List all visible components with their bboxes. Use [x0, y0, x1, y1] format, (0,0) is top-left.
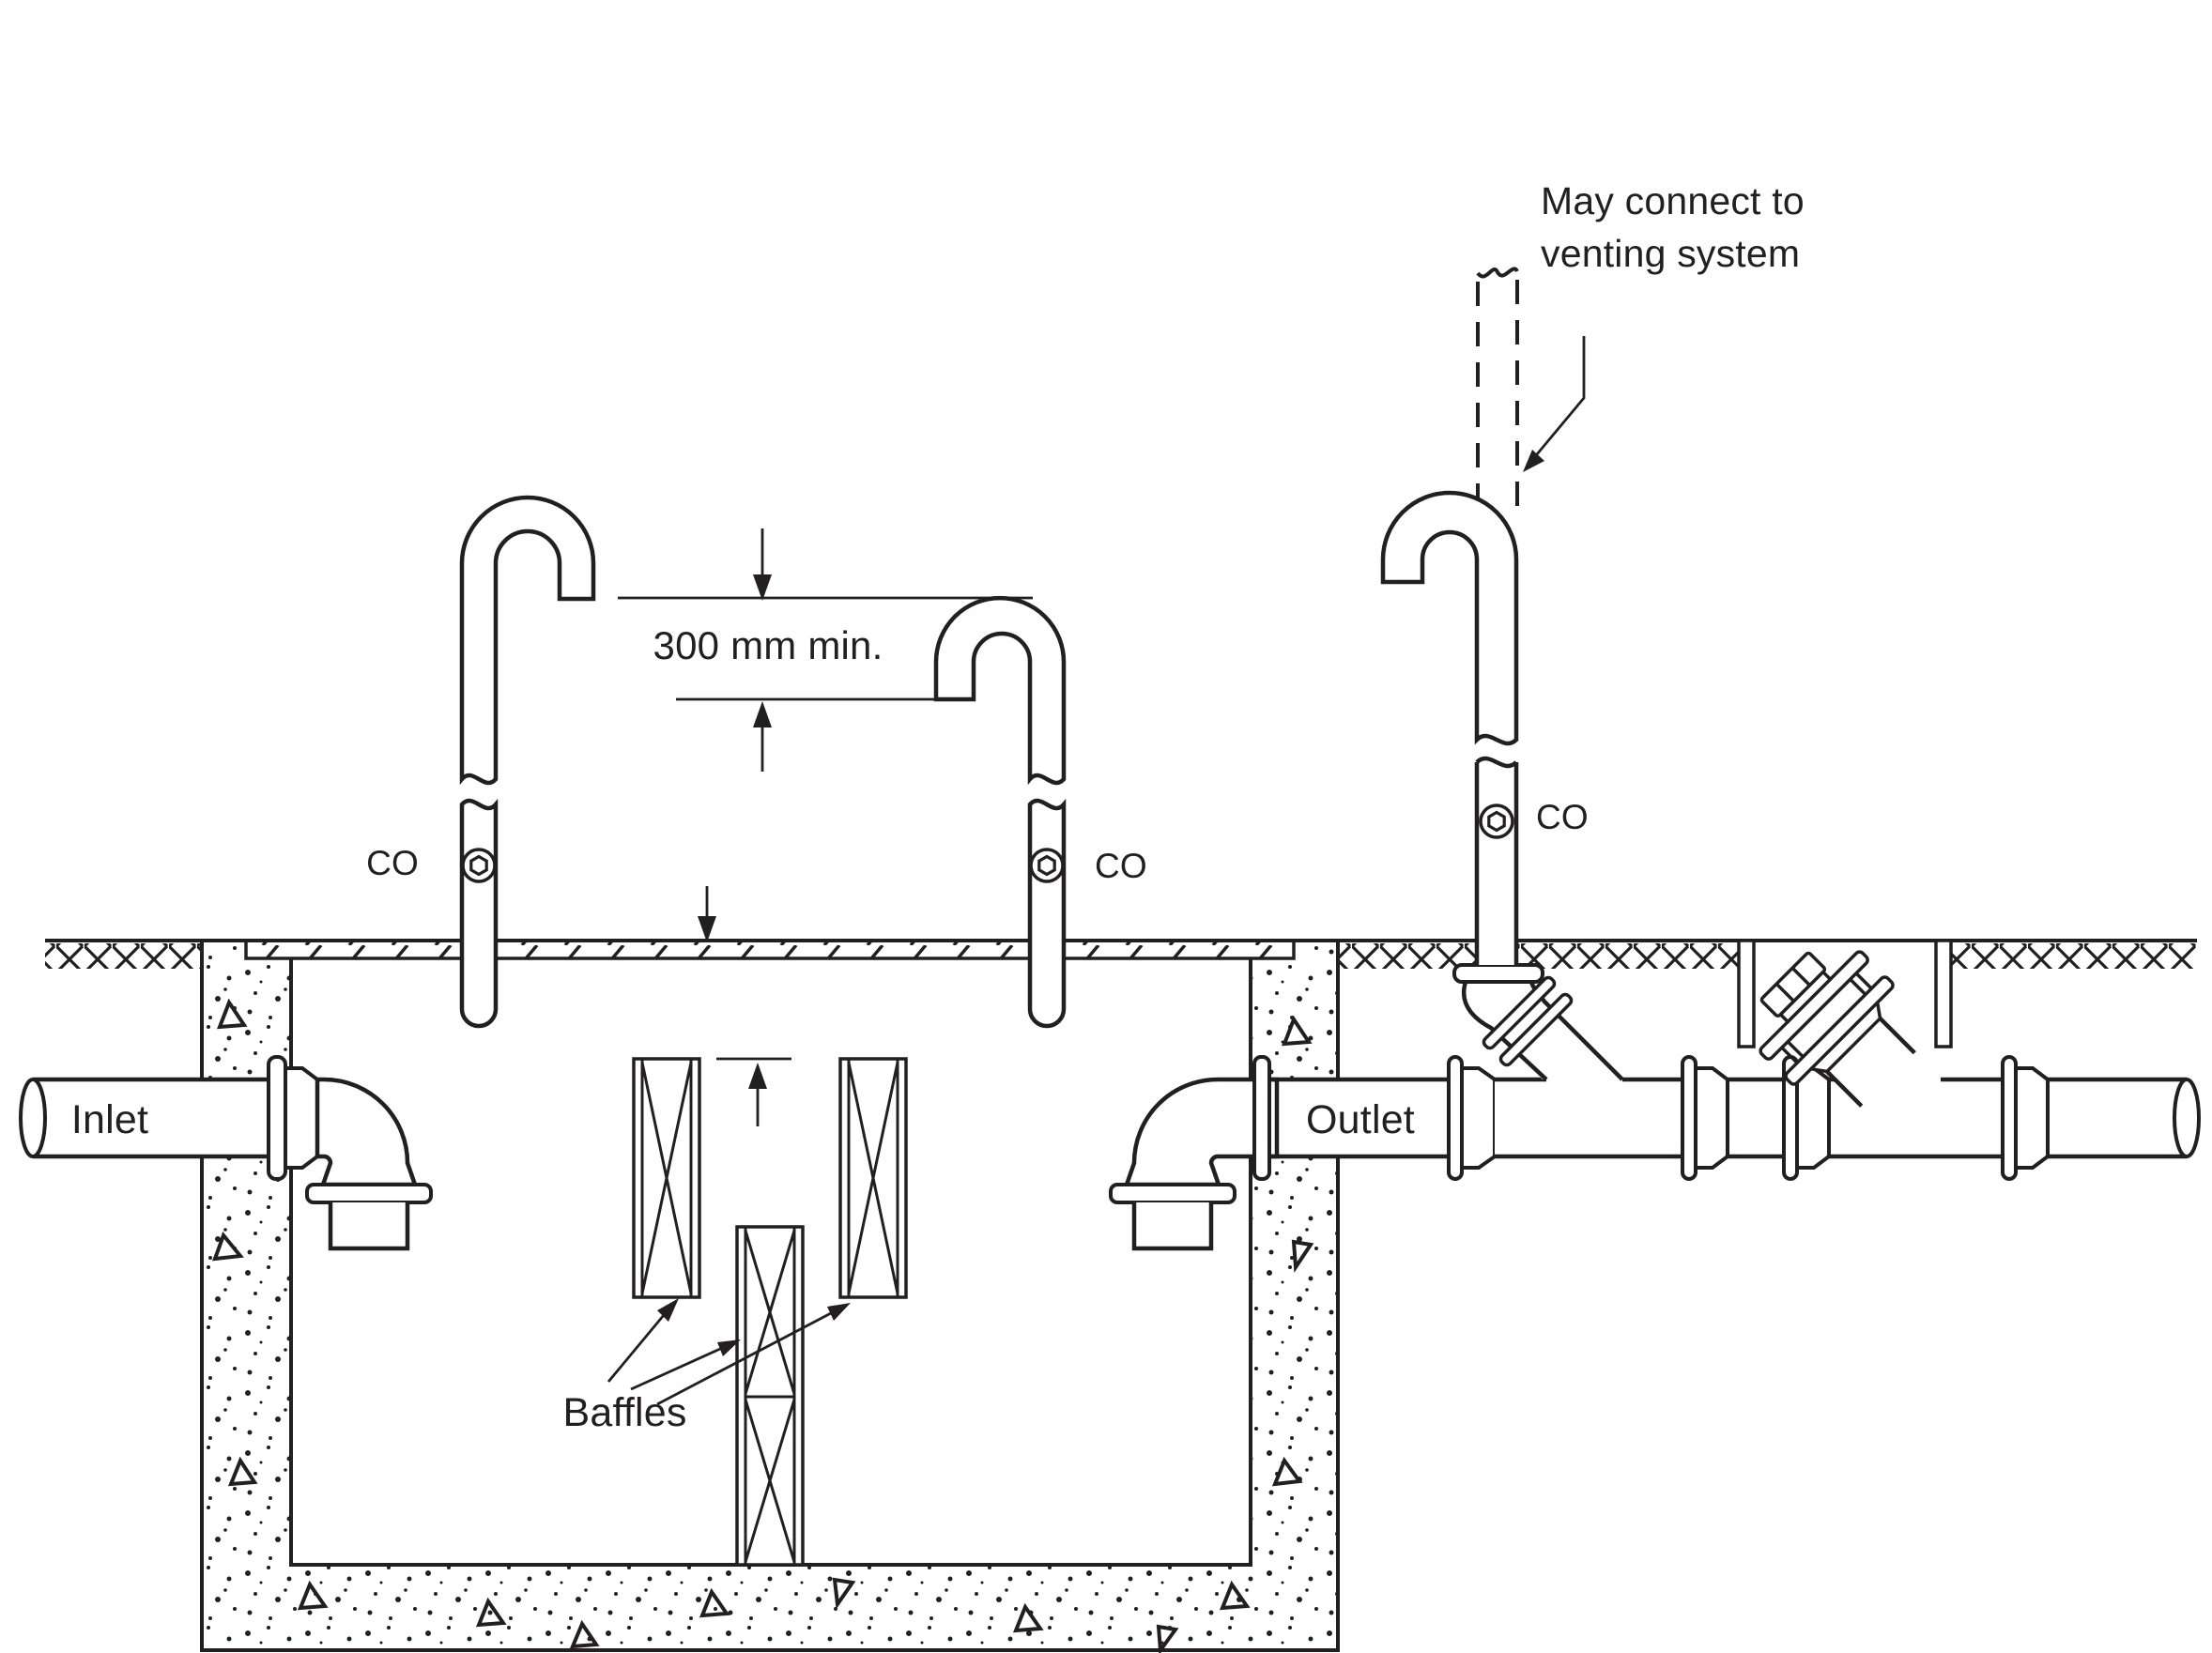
cleanout-label-middle: CO [1095, 847, 1147, 885]
pipe-coupling-3 [2001, 1055, 2050, 1181]
outlet-wall-hub-flange [1252, 1055, 1271, 1181]
hex-plug-icon [1037, 854, 1056, 877]
baffle-2-center [735, 1225, 805, 1567]
baffles-leaders [607, 1298, 851, 1406]
hex-plug-icon [1487, 810, 1506, 833]
arrow-icon [1523, 450, 1544, 472]
dashed-vent-riser [1476, 267, 1519, 522]
baffle-3 [838, 1057, 908, 1299]
inlet-drop-pipe [328, 1202, 410, 1251]
vent-3 [1380, 490, 1519, 965]
cleanout-label-left: CO [366, 844, 419, 882]
valve-pit-wall-right [1934, 939, 1953, 1048]
vent1-hook [459, 495, 596, 786]
vent-note-label: May connect to venting system [1541, 179, 1805, 276]
clearance-dimension-label: 300 mm min. [653, 623, 883, 667]
vent-2 [933, 595, 1067, 1029]
baffle-1 [632, 1057, 701, 1299]
cleanout-plug-icon [1029, 848, 1065, 883]
ground-hatch-right-2 [1951, 943, 2197, 969]
outlet-label: Outlet [1306, 1097, 1415, 1142]
valve-pit-wall-left [1737, 939, 1756, 1048]
outlet-hub-collar [1460, 1066, 1497, 1170]
arrow-down-icon [698, 916, 716, 942]
valve-flange-1 [1784, 975, 1895, 1086]
arrow-icon [657, 1298, 679, 1322]
vent2-riser [1027, 798, 1067, 1029]
inlet-hub-collar [284, 1066, 319, 1170]
cleanout-plug-icon [1479, 804, 1514, 839]
slab-arrow [698, 886, 716, 942]
vent3-branch [1452, 963, 1624, 1081]
vent-note-leader [1523, 336, 1586, 472]
vent3-bell-flange [1452, 963, 1544, 984]
cleanout-plug-icon [461, 848, 497, 883]
branch-hub-bar-2 [1498, 992, 1574, 1067]
hex-plug-icon [469, 854, 488, 877]
pipe-break-icon [2173, 1078, 2201, 1158]
inlet-bell-flange [305, 1183, 433, 1204]
pipe-coupling-2 [1782, 1055, 1831, 1181]
vent1-riser [459, 798, 499, 1029]
aggregate-triangle-icons [212, 998, 1314, 1653]
backwater-valve [1759, 950, 1916, 1108]
arrow-down-icon [753, 574, 772, 601]
vent3-hook [1380, 490, 1519, 746]
ground-hatch-left [45, 943, 202, 969]
vent-1 [459, 495, 596, 1029]
cleanout-label-right: CO [1536, 798, 1589, 836]
ground-surface [45, 939, 2197, 1048]
arrow-up-icon [753, 701, 772, 727]
inlet-elbow [315, 1077, 419, 1187]
arrow-icon [827, 1303, 851, 1321]
baffles-label: Baffles [562, 1390, 687, 1435]
pipe-break-icon [19, 1078, 47, 1158]
outlet-piping [1109, 1055, 1497, 1251]
outlet-elbow [1123, 1077, 1280, 1187]
dimension-300mm [618, 528, 1033, 772]
tank-top-slab [244, 939, 1296, 960]
inlet-label: Inlet [70, 1097, 149, 1142]
pipe-coupling-1 [1681, 1055, 1729, 1181]
inlet-hub-flange [267, 1055, 287, 1181]
outlet-drop-pipe [1131, 1202, 1214, 1251]
inlet-piping [19, 1055, 433, 1251]
drain-line [1495, 1055, 2201, 1181]
arrow-icon [717, 1339, 741, 1356]
branch-hub-bar-1 [1482, 975, 1557, 1050]
baffle-top-dimension [716, 1057, 791, 1126]
vent2-hook [933, 595, 1067, 786]
valve-cap [1759, 951, 1827, 1018]
arrow-up-icon [748, 1063, 767, 1089]
outlet-bell-flange [1109, 1183, 1237, 1204]
outlet-hub-flange [1447, 1055, 1464, 1181]
